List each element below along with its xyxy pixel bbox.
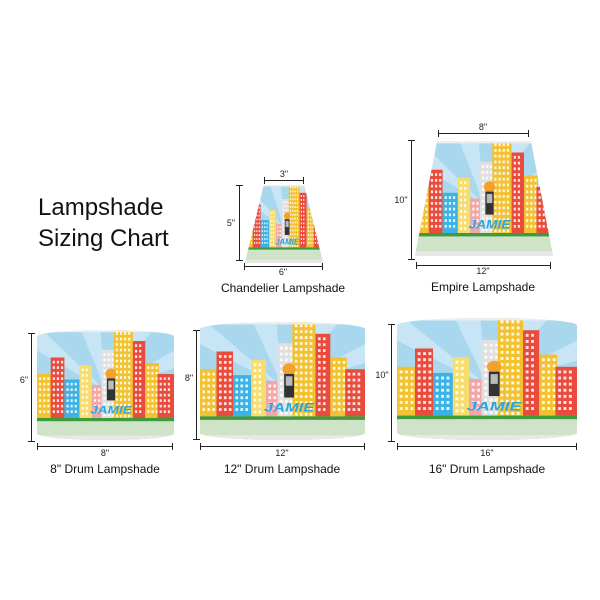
top-width-label: 3": [279, 169, 289, 179]
height-bar: [236, 185, 243, 261]
city-artwork: JAMIE: [37, 330, 174, 440]
drum-12-lampshade-image: JAMIE: [200, 322, 365, 440]
empire-lampshade-image: JAMIE: [415, 141, 553, 256]
shade-name: 12" Drum Lampshade: [223, 462, 341, 476]
city-artwork: JAMIE: [415, 141, 553, 256]
bottom-width-label: 8": [100, 448, 110, 458]
bottom-width-bar: [416, 262, 551, 269]
height-label: 6": [19, 375, 29, 385]
bottom-width-label: 16": [480, 448, 494, 458]
title-line-2: Sizing Chart: [38, 225, 169, 252]
height-label: 5": [226, 218, 236, 228]
bottom-width-label: 12": [275, 448, 289, 458]
height-label: 10": [394, 195, 408, 205]
top-width-bar: [264, 177, 304, 184]
height-bar: [193, 330, 200, 440]
shade-name: 16" Drum Lampshade: [428, 462, 546, 476]
height-label: 10": [375, 370, 389, 380]
drum-8-lampshade-image: JAMIE: [37, 330, 174, 440]
chart-title: Lampshade Sizing Chart: [38, 192, 169, 254]
bottom-width-label: 6": [278, 267, 288, 277]
height-bar: [28, 333, 35, 442]
bottom-width-bar: [200, 443, 365, 450]
height-bar: [388, 324, 395, 442]
shade-name-text: JAMIE: [468, 218, 511, 231]
title-line-1: Lampshade: [38, 194, 164, 221]
bottom-width-bar: [244, 263, 323, 270]
drum-16-lampshade-image: JAMIE: [397, 318, 577, 440]
bottom-width-bar: [37, 443, 173, 450]
top-width-bar: [438, 130, 529, 137]
shade-name-text: JAMIE: [90, 404, 133, 416]
shade-name-text: JAMIE: [467, 400, 523, 413]
chandelier-lampshade-image: JAMIE: [245, 185, 323, 263]
bottom-width-bar: [397, 443, 577, 450]
shade-name-text: JAMIE: [275, 237, 300, 246]
shade-name-text: JAMIE: [264, 402, 315, 415]
shade-name: Empire Lampshade: [430, 280, 536, 294]
city-artwork: JAMIE: [245, 185, 323, 263]
city-artwork: JAMIE: [200, 322, 365, 440]
city-artwork: JAMIE: [397, 318, 577, 440]
height-bar: [408, 140, 415, 260]
top-width-label: 8": [478, 122, 488, 132]
shade-name: 8" Drum Lampshade: [50, 462, 160, 476]
bottom-width-label: 12": [476, 266, 490, 276]
shade-name: Chandelier Lampshade: [220, 281, 346, 295]
height-label: 8": [184, 373, 194, 383]
